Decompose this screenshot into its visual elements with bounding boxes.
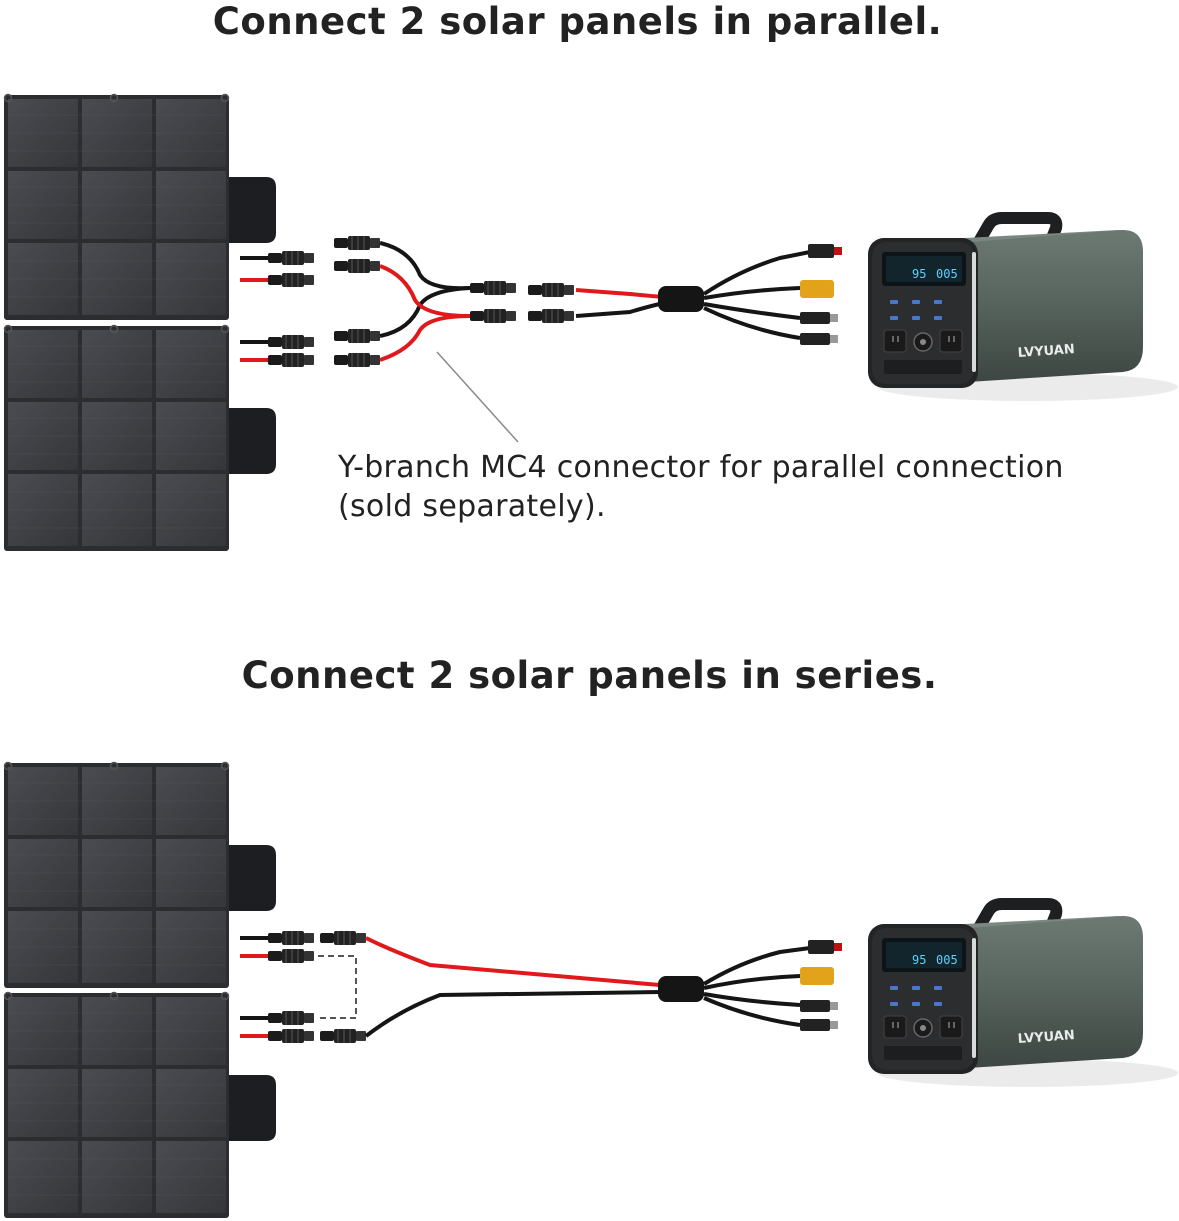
station-brand-parallel: LVYUAN [1017,342,1075,361]
note-leader-line [436,351,519,443]
output-cable-parallel [527,244,842,345]
y-branch-note: Y-branch MC4 connector for parallel conn… [338,448,1064,526]
solar-panel-1 [3,93,277,321]
solar-panel-4 [3,991,277,1219]
parallel-title: Connect 2 solar panels in parallel. [212,0,943,43]
power-station-parallel [868,218,1178,401]
power-station-series [868,904,1178,1087]
panel-cables-parallel [240,250,315,368]
y-branch-connector [333,235,517,368]
panel-cables-series [240,930,842,1044]
station-brand-series: LVYUAN [1017,1028,1075,1047]
y-branch-note-line1: Y-branch MC4 connector for parallel conn… [338,450,1064,485]
station-display-left-series: 95 [912,953,926,967]
station-display-right-parallel: 005 [936,267,958,281]
solar-panel-2 [3,324,277,552]
y-branch-note-line2: (sold separately). [338,489,606,524]
solar-panel-3 [3,761,277,989]
station-display-left-parallel: 95 [912,267,926,281]
station-display-right-series: 005 [936,953,958,967]
series-title: Connect 2 solar panels in series. [241,654,938,697]
